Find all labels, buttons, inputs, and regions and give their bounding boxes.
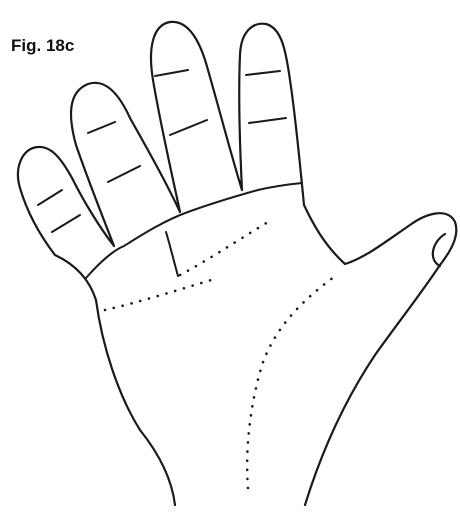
ring-finger-crease-2 <box>108 166 140 182</box>
ring-finger-crease-1 <box>88 122 115 133</box>
dotted-line-lower <box>105 278 218 310</box>
dotted-line-thumb <box>247 274 338 488</box>
finger-base-line <box>86 183 302 278</box>
middle-finger-crease-1 <box>155 70 188 76</box>
little-finger-crease-1 <box>38 190 62 205</box>
hand-outline <box>18 22 456 505</box>
index-finger-crease-1 <box>246 71 280 75</box>
middle-finger-crease-2 <box>170 120 207 135</box>
vertical-marker-line <box>166 232 178 276</box>
figure-label: Fig. 18c <box>11 36 74 56</box>
little-finger-crease-2 <box>52 215 80 232</box>
index-finger-crease-2 <box>249 118 286 123</box>
dotted-line-upper <box>180 222 268 275</box>
